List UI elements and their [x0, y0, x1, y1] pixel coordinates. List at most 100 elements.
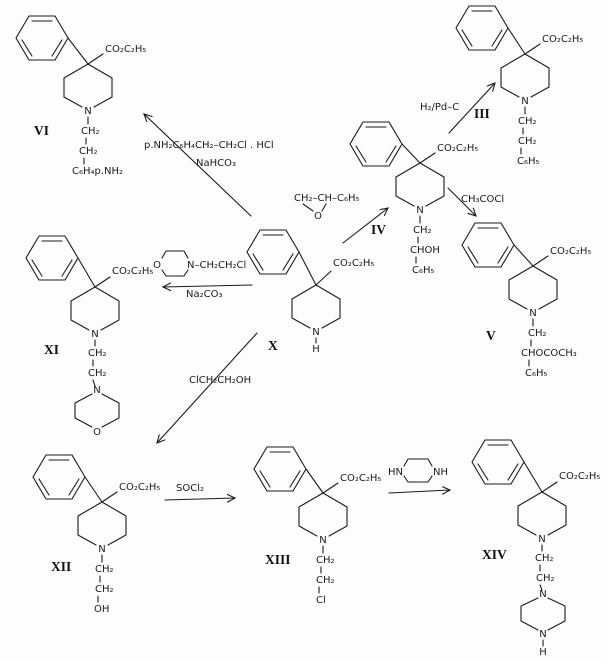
morpholine-o-label: O	[93, 427, 101, 438]
piperidine-ring	[500, 53, 526, 98]
compound-xiii: CO₂C₂H₅ N CH₂ CH₂ Cl XIII	[253, 446, 381, 606]
morpholine-n-label: N	[93, 385, 100, 396]
compound-label: X	[268, 338, 278, 353]
chain-label: CH₂	[88, 368, 107, 379]
compound-xii: CO₂C₂H₅ N CH₂ CH₂ OH XII	[32, 454, 160, 615]
reagent-acetyl-chloride: CH₃COCl	[461, 194, 504, 205]
reagent-aminophenethyl-chloride: p.NH₂C₆H₄CH₂–CH₂Cl . HCl	[144, 140, 274, 151]
reagent-styrene-oxide: CH₂–CH–C₆H₅	[294, 193, 360, 204]
morpholine-reagent-o-label: O	[153, 260, 161, 271]
nh-label: H	[539, 647, 547, 658]
piperazine-reagent-ring	[403, 475, 433, 483]
chain-label: C₆H₅	[525, 368, 548, 379]
phenyl-ring	[15, 15, 69, 61]
double-bond	[355, 145, 367, 163]
chain-label: CHOH	[410, 245, 440, 256]
reagent-na2co3: Na₂CO₃	[186, 289, 222, 300]
double-bond	[289, 470, 301, 488]
nh-label: H	[312, 344, 320, 355]
chain-label: CH₂	[88, 348, 107, 359]
epoxide-bond	[302, 203, 314, 212]
reagent-h2-pdc: H₂/Pd–C	[420, 102, 459, 113]
morpholine-reagent-ring	[161, 250, 189, 259]
bond	[523, 461, 543, 493]
chain-label: CH₂	[81, 126, 100, 137]
ester-label: CO₂C₂H₅	[542, 34, 583, 45]
morpholine-ring	[101, 393, 120, 428]
piperidine-ring	[70, 286, 96, 331]
chain-label: CH₂	[316, 555, 335, 566]
arrows	[144, 83, 495, 500]
reagent-piperazine-hn: HN	[388, 467, 403, 478]
ester-label: CO₂C₂H₅	[333, 258, 374, 269]
chain-label: CH₂	[518, 136, 537, 147]
double-bond	[252, 253, 264, 271]
bond	[401, 143, 421, 164]
double-bond	[461, 29, 473, 47]
bond	[305, 468, 324, 494]
morpholine-reagent-ring	[161, 269, 189, 277]
double-bond	[282, 253, 294, 271]
chain-label: CH₂	[413, 225, 432, 236]
double-bond	[31, 259, 43, 277]
chain-bond	[539, 584, 543, 591]
ester-label: CO₂C₂H₅	[559, 471, 600, 482]
compound-label: XIII	[265, 552, 291, 567]
ester-bond	[101, 491, 118, 503]
double-bond	[38, 478, 50, 496]
double-bond	[477, 463, 489, 481]
compound-label: XIV	[482, 547, 507, 562]
ester-bond	[87, 53, 104, 65]
ring-n-label: N	[312, 327, 319, 338]
piperazine-n-label: N	[539, 589, 546, 600]
compound-label: XI	[44, 342, 59, 357]
chain-label: CH₂	[95, 564, 114, 575]
piperidine-ring	[291, 284, 317, 329]
chain-label: CH₂	[535, 553, 554, 564]
ester-bond	[322, 482, 339, 494]
reagent-piperazine-nh: NH	[433, 467, 448, 478]
epoxide-bond	[321, 203, 327, 212]
arrow-x-to-vi	[144, 114, 252, 217]
compound-iii: CO₂C₂H₅ N CH₂ CH₂ C₆H₅ III	[455, 5, 583, 167]
compound-iv: CO₂C₂H₅ N CH₂ CHOH C₆H₅ IV	[349, 121, 478, 276]
double-bond	[467, 246, 479, 264]
bond	[84, 476, 103, 503]
piperidine-ring	[63, 63, 89, 108]
double-bond	[491, 29, 503, 47]
bond	[77, 257, 96, 288]
piperidine-ring	[315, 284, 341, 329]
arrow-xiii-to-xiv	[388, 490, 450, 493]
piperidine-ring	[395, 162, 421, 207]
ester-label: CO₂C₂H₅	[340, 473, 381, 484]
epoxide-o-label: O	[314, 211, 322, 222]
ring-n-label: N	[84, 106, 91, 117]
chain-bond	[92, 379, 96, 387]
ester-bond	[532, 255, 549, 267]
arrow-x-to-xi	[163, 285, 253, 287]
chain-label: CH₂	[79, 146, 98, 157]
compound-label: VI	[34, 123, 49, 138]
compound-label: III	[474, 106, 490, 121]
ester-label: CO₂C₂H₅	[105, 44, 146, 55]
ester-label: CO₂C₂H₅	[119, 482, 160, 493]
ring-n-label: N	[91, 329, 98, 340]
ester-bond	[94, 276, 111, 288]
ester-bond	[524, 43, 541, 55]
double-bond	[259, 470, 271, 488]
piperidine-ring	[517, 491, 543, 536]
phenyl-ring	[471, 439, 525, 485]
piperidine-ring	[532, 265, 558, 310]
compound-v: CO₂C₂H₅ N CH₂ CHOCOCH₃ C₆H₅ V	[461, 222, 591, 379]
piperazine-ring	[520, 597, 539, 631]
phenyl-ring	[455, 5, 509, 51]
chain-label: CH₂	[536, 573, 555, 584]
compound-label: IV	[371, 222, 386, 237]
chain-label: Cl	[316, 595, 326, 606]
compound-x: CO₂C₂H₅ N H X	[246, 229, 374, 355]
piperidine-ring	[322, 492, 348, 537]
ester-label: CO₂C₂H₅	[550, 246, 591, 257]
ester-label: CO₂C₂H₅	[437, 143, 478, 154]
